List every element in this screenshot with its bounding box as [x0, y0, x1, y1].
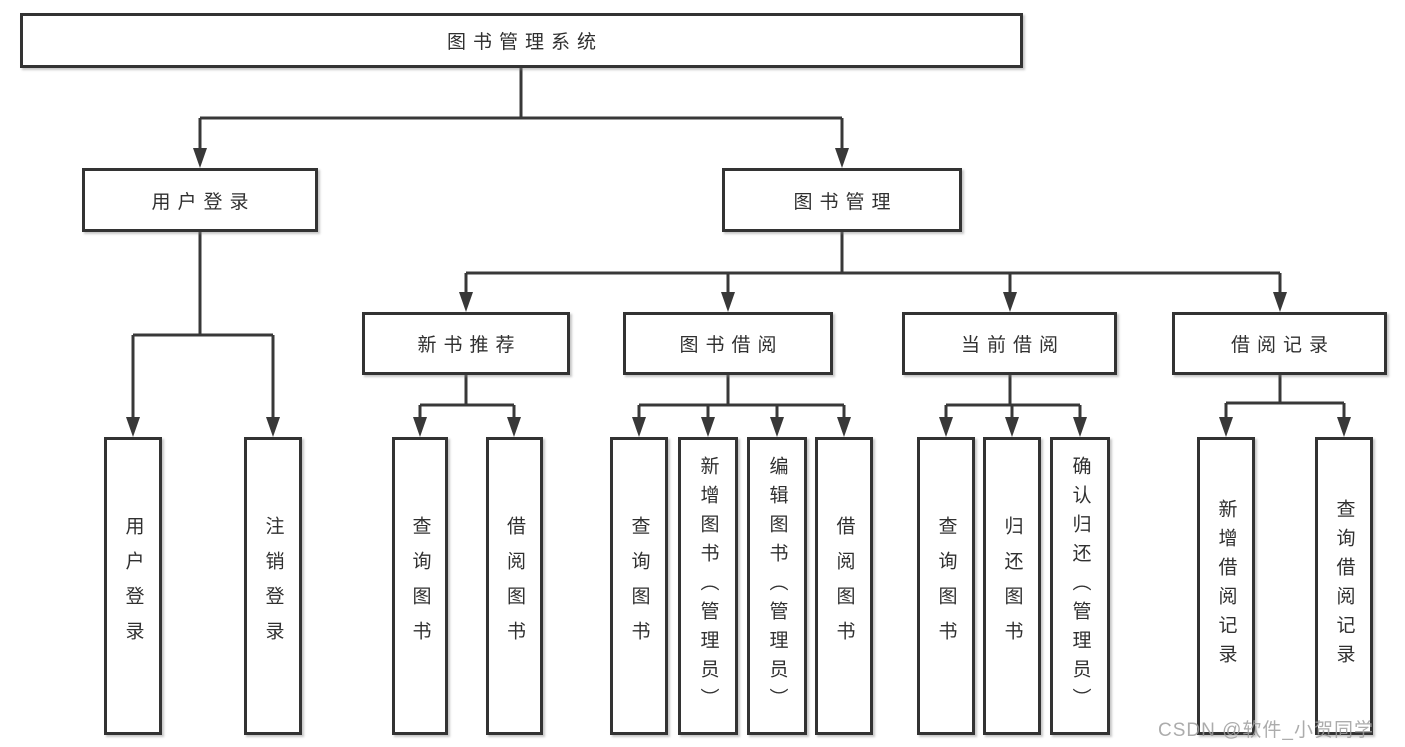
node-user-login: 用户登录: [82, 168, 318, 232]
csdn-watermark: CSDN @软件_小贺同学: [1158, 720, 1374, 741]
leaf-query-borrow-record: 查询借阅记录: [1315, 437, 1373, 735]
node-book-borrow: 图书借阅: [623, 312, 833, 375]
leaf-add-borrow-record-label: 新增借阅记录: [1215, 499, 1237, 673]
node-new-book-recommend-label: 新书推荐: [417, 335, 522, 356]
connector-current-borrow-to-leaves: [939, 375, 1087, 437]
connector-new-book-to-leaves: [413, 375, 521, 437]
leaf-query-books-borrow: 查询图书: [610, 437, 668, 735]
leaf-return-book-label: 归还图书: [1001, 516, 1023, 656]
leaf-query-books-borrow-label: 查询图书: [628, 516, 650, 656]
node-borrow-records: 借阅记录: [1172, 312, 1387, 375]
leaf-logout-label: 注销登录: [262, 516, 284, 656]
leaf-confirm-return-admin-label: 确认归还（管理员）: [1069, 455, 1091, 717]
connector-book-borrow-to-leaves: [632, 375, 851, 437]
leaf-confirm-return-admin: 确认归还（管理员）: [1050, 437, 1110, 735]
leaf-edit-book-admin-label: 编辑图书（管理员）: [766, 455, 788, 717]
connector-root-to-level2: [193, 68, 849, 168]
node-root: 图书管理系统: [20, 13, 1023, 68]
node-root-label: 图书管理系统: [446, 32, 603, 53]
leaf-query-books-current-label: 查询图书: [935, 516, 957, 656]
leaf-add-book-admin-label: 新增图书（管理员）: [697, 455, 719, 717]
node-new-book-recommend: 新书推荐: [362, 312, 570, 375]
leaf-borrow-books: 借阅图书: [815, 437, 873, 735]
leaf-user-login-label: 用户登录: [122, 516, 144, 656]
node-current-borrow-label: 当前借阅: [960, 335, 1065, 356]
node-current-borrow: 当前借阅: [902, 312, 1117, 375]
connector-borrow-records-to-leaves: [1219, 375, 1351, 437]
leaf-logout: 注销登录: [244, 437, 302, 735]
node-book-management: 图书管理: [722, 168, 962, 232]
leaf-query-borrow-record-label: 查询借阅记录: [1333, 499, 1355, 673]
leaf-user-login: 用户登录: [104, 437, 162, 735]
leaf-return-book: 归还图书: [983, 437, 1041, 735]
leaf-add-borrow-record: 新增借阅记录: [1197, 437, 1255, 735]
node-user-login-label: 用户登录: [151, 191, 256, 213]
leaf-borrow-books-recommend: 借阅图书: [486, 437, 543, 735]
leaf-query-books-recommend-label: 查询图书: [409, 516, 431, 656]
leaf-query-books-recommend: 查询图书: [392, 437, 448, 735]
node-borrow-records-label: 借阅记录: [1230, 335, 1335, 356]
node-book-borrow-label: 图书借阅: [679, 335, 784, 356]
connector-user-login-to-leaves: [126, 232, 280, 437]
leaf-edit-book-admin: 编辑图书（管理员）: [747, 437, 807, 735]
node-book-management-label: 图书管理: [793, 191, 898, 213]
leaf-add-book-admin: 新增图书（管理员）: [678, 437, 738, 735]
connector-book-management-to-level3: [459, 232, 1287, 312]
leaf-borrow-books-recommend-label: 借阅图书: [504, 516, 525, 656]
leaf-borrow-books-label: 借阅图书: [833, 516, 855, 656]
leaf-query-books-current: 查询图书: [917, 437, 975, 735]
